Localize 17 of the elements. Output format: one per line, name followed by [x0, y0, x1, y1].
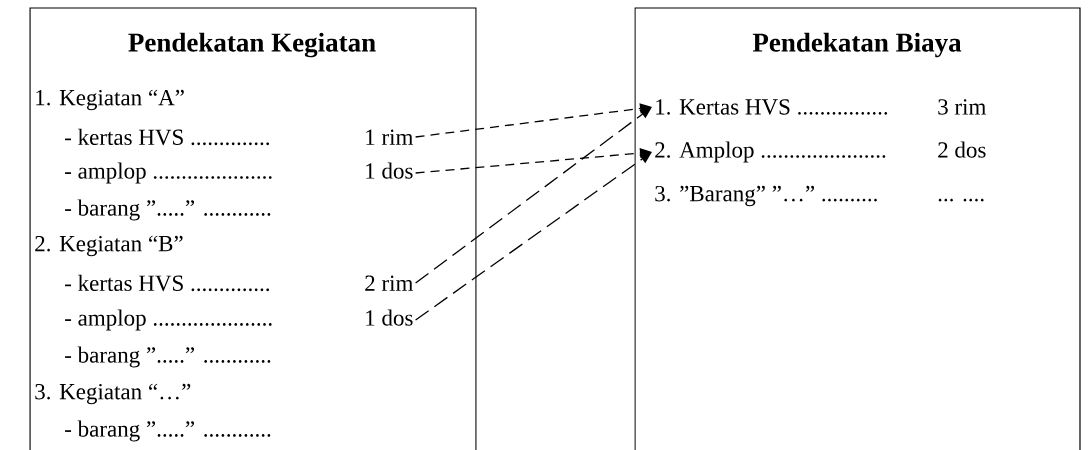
list-item: - amplop ..................... 1 dos [65, 309, 413, 331]
list-item: - amplop ..................... 1 dos [65, 162, 413, 184]
panel-heading: Pendekatan Kegiatan [128, 32, 376, 58]
arrow [414, 107, 652, 284]
list-item: 3. Kegiatan “…” [35, 383, 191, 405]
list-item: - kertas HVS .............. 2 rim [65, 274, 414, 292]
list-item: - barang ”.....” ............ [65, 420, 271, 442]
list-item: 3. ”Barang” ”…” .......... ... .... [655, 185, 984, 207]
list-item: 1. Kertas HVS ................ 3 rim [656, 99, 986, 115]
list-item: 2. Amplop ...................... 2 dos [655, 141, 986, 163]
arrow [414, 152, 652, 321]
panel-heading: Pendekatan Biaya [752, 32, 962, 58]
list-item: 1. Kegiatan “A” [36, 89, 184, 111]
list-item: - barang ”.....” ............ [65, 346, 271, 368]
list-item: - barang ”.....” ............ [65, 199, 271, 221]
list-item: - kertas HVS .............. 1 rim [65, 128, 414, 146]
list-item: 2. Kegiatan “B” [35, 235, 183, 257]
